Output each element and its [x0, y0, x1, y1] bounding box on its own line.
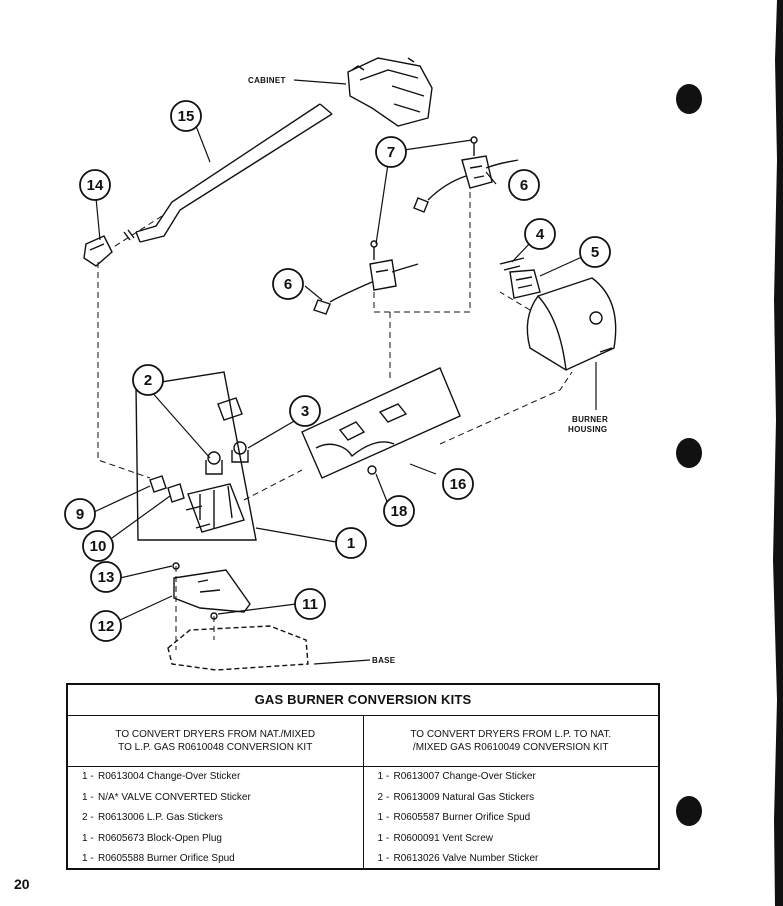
callout-7-circle — [375, 136, 407, 168]
callout-4-circle — [524, 218, 556, 250]
callout-6b-circle — [508, 169, 540, 201]
valve-mounting-bracket — [172, 562, 251, 620]
callout-9: 9 — [76, 506, 84, 523]
callout-10: 10 — [90, 538, 107, 555]
kit-item: 1 -R0613007 Change-Over Sticker — [364, 767, 659, 788]
upper-ignitor-sensor — [413, 136, 519, 213]
burner-tube-assembly — [301, 367, 461, 479]
kit-item-desc: R0605587 Burner Orifice Spud — [393, 812, 531, 823]
base-outline — [167, 625, 309, 671]
callout-5: 5 — [591, 244, 599, 261]
inlet-fittings — [149, 475, 185, 503]
table-columns: TO CONVERT DRYERS FROM NAT./MIXED TO L.P… — [68, 716, 658, 869]
ignitor — [499, 257, 541, 299]
callout-3-circle — [289, 395, 321, 427]
kit-item: 1 -R0613026 Valve Number Sticker — [364, 849, 659, 870]
kit-header-line: TO L.P. GAS R0610048 CONVERSION KIT — [118, 742, 313, 753]
kit-item-qty: 2 - — [377, 791, 390, 803]
page-number: 20 — [14, 876, 30, 892]
callout-18-circle — [383, 495, 415, 527]
callout-14: 14 — [87, 177, 104, 194]
kit-item: 1 - N/A* VALVE CONVERTED Sticker — [68, 788, 363, 809]
gas-valve — [135, 371, 257, 541]
kit-item: 1 -R0605587 Burner Orifice Spud — [364, 808, 659, 829]
binding-edge — [773, 0, 783, 906]
pipe-fitting — [83, 235, 113, 267]
callout-5-circle — [579, 236, 611, 268]
callout-14-circle — [79, 169, 111, 201]
exploded-parts-diagram: 1 2 3 4 5 6 6 7 9 10 11 12 13 14 15 16 1… — [64, 57, 617, 671]
kit-item: 1 -R0600091 Vent Screw — [364, 829, 659, 850]
kit-item: 1 - R0613004 Change-Over Sticker — [68, 767, 363, 788]
callout-1-circle — [335, 527, 367, 559]
callout-10-circle — [82, 530, 114, 562]
lower-ignitor-sensor — [313, 240, 419, 315]
base-label: BASE — [372, 656, 396, 665]
kit-item: 1 - R0605588 Burner Orifice Spud — [68, 849, 363, 870]
callout-11-circle — [294, 588, 326, 620]
kit-item-desc: R0600091 Vent Screw — [393, 832, 494, 844]
kit-item-desc: R0613009 Natural Gas Stickers — [393, 791, 535, 803]
cabinet-bracket — [347, 57, 433, 127]
callout-16: 16 — [450, 476, 467, 493]
burner-housing-label-line2: HOUSING — [568, 425, 607, 434]
kit-header-lp-to-nat: TO CONVERT DRYERS FROM L.P. TO NAT. /MIX… — [363, 716, 658, 767]
kit-item-qty: 1 - — [82, 771, 94, 782]
kit-header-line: TO CONVERT DRYERS FROM L.P. TO NAT. — [410, 729, 612, 740]
punch-hole-icon — [676, 796, 702, 826]
callout-13: 13 — [98, 569, 115, 586]
callout-2-circle — [132, 364, 164, 396]
callout-6a-circle — [272, 268, 304, 300]
kit-item-qty: 1 - — [82, 853, 94, 864]
kit-item: 2 -R0613009 Natural Gas Stickers — [364, 788, 659, 809]
gas-supply-pipe — [123, 103, 333, 243]
callout-11: 11 — [302, 596, 318, 613]
kit-item-qty: 2 - — [82, 812, 94, 823]
kit-item-desc: R0613006 L.P. Gas Stickers — [98, 812, 223, 823]
kit-item-desc: R0613026 Valve Number Sticker — [393, 853, 539, 864]
callout-7: 7 — [387, 144, 395, 161]
kit-item: 2 - R0613006 L.P. Gas Stickers — [68, 808, 363, 829]
cabinet-label: CABINET — [248, 76, 286, 85]
kit-item-desc: N/A* VALVE CONVERTED Sticker — [98, 791, 251, 803]
kit-item-desc: R0605588 Burner Orifice Spud — [98, 853, 235, 864]
kit-item-qty: 1 - — [377, 812, 390, 823]
kit-header-nat-to-lp: TO CONVERT DRYERS FROM NAT./MIXED TO L.P… — [68, 716, 363, 767]
burner-housing-label-line1: BURNER — [572, 415, 608, 424]
assembly-lines — [97, 190, 573, 650]
callout-6b: 6 — [520, 177, 528, 194]
callout-18: 18 — [391, 503, 408, 520]
callout-6a: 6 — [284, 276, 292, 293]
callout-3: 3 — [301, 403, 309, 420]
punch-hole-icon — [676, 438, 702, 468]
kit-item-desc: R0605673 Block-Open Plug — [98, 832, 222, 844]
kit-column-nat-to-lp: TO CONVERT DRYERS FROM NAT./MIXED TO L.P… — [68, 716, 363, 869]
kit-column-lp-to-nat: TO CONVERT DRYERS FROM L.P. TO NAT. /MIX… — [362, 716, 659, 870]
kit-header-line: TO CONVERT DRYERS FROM NAT./MIXED — [115, 729, 316, 740]
callout-9-circle — [64, 498, 96, 530]
leader-lines — [93, 79, 597, 665]
callout-15: 15 — [178, 108, 195, 125]
callout-4: 4 — [536, 226, 545, 243]
kit-item-desc: R0613007 Change-Over Sticker — [393, 771, 536, 782]
kit-item-qty: 1 - — [377, 771, 390, 782]
kit-item-desc: R0613004 Change-Over Sticker — [98, 771, 241, 782]
burner-housing — [526, 277, 617, 371]
callout-16-circle — [442, 468, 474, 500]
callout-12: 12 — [98, 618, 115, 635]
callout-2: 2 — [144, 372, 152, 389]
punch-hole-icon — [676, 84, 702, 114]
conversion-kits-table: GAS BURNER CONVERSION KITS TO CONVERT DR… — [66, 683, 660, 870]
callout-15-circle — [170, 100, 202, 132]
table-title: GAS BURNER CONVERSION KITS — [68, 685, 658, 716]
kit-item-qty: 1 - — [377, 832, 390, 844]
kit-header-line: /MIXED GAS R0610049 CONVERSION KIT — [412, 742, 609, 753]
callout-13-circle — [90, 561, 122, 593]
kit-item-qty: 1 - — [82, 791, 94, 803]
kit-item: 1 - R0605673 Block-Open Plug — [68, 829, 363, 850]
callout-1: 1 — [347, 535, 355, 552]
kit-item-qty: 1 - — [377, 853, 390, 864]
callout-12-circle — [90, 610, 122, 642]
kit-item-qty: 1 - — [82, 832, 94, 844]
